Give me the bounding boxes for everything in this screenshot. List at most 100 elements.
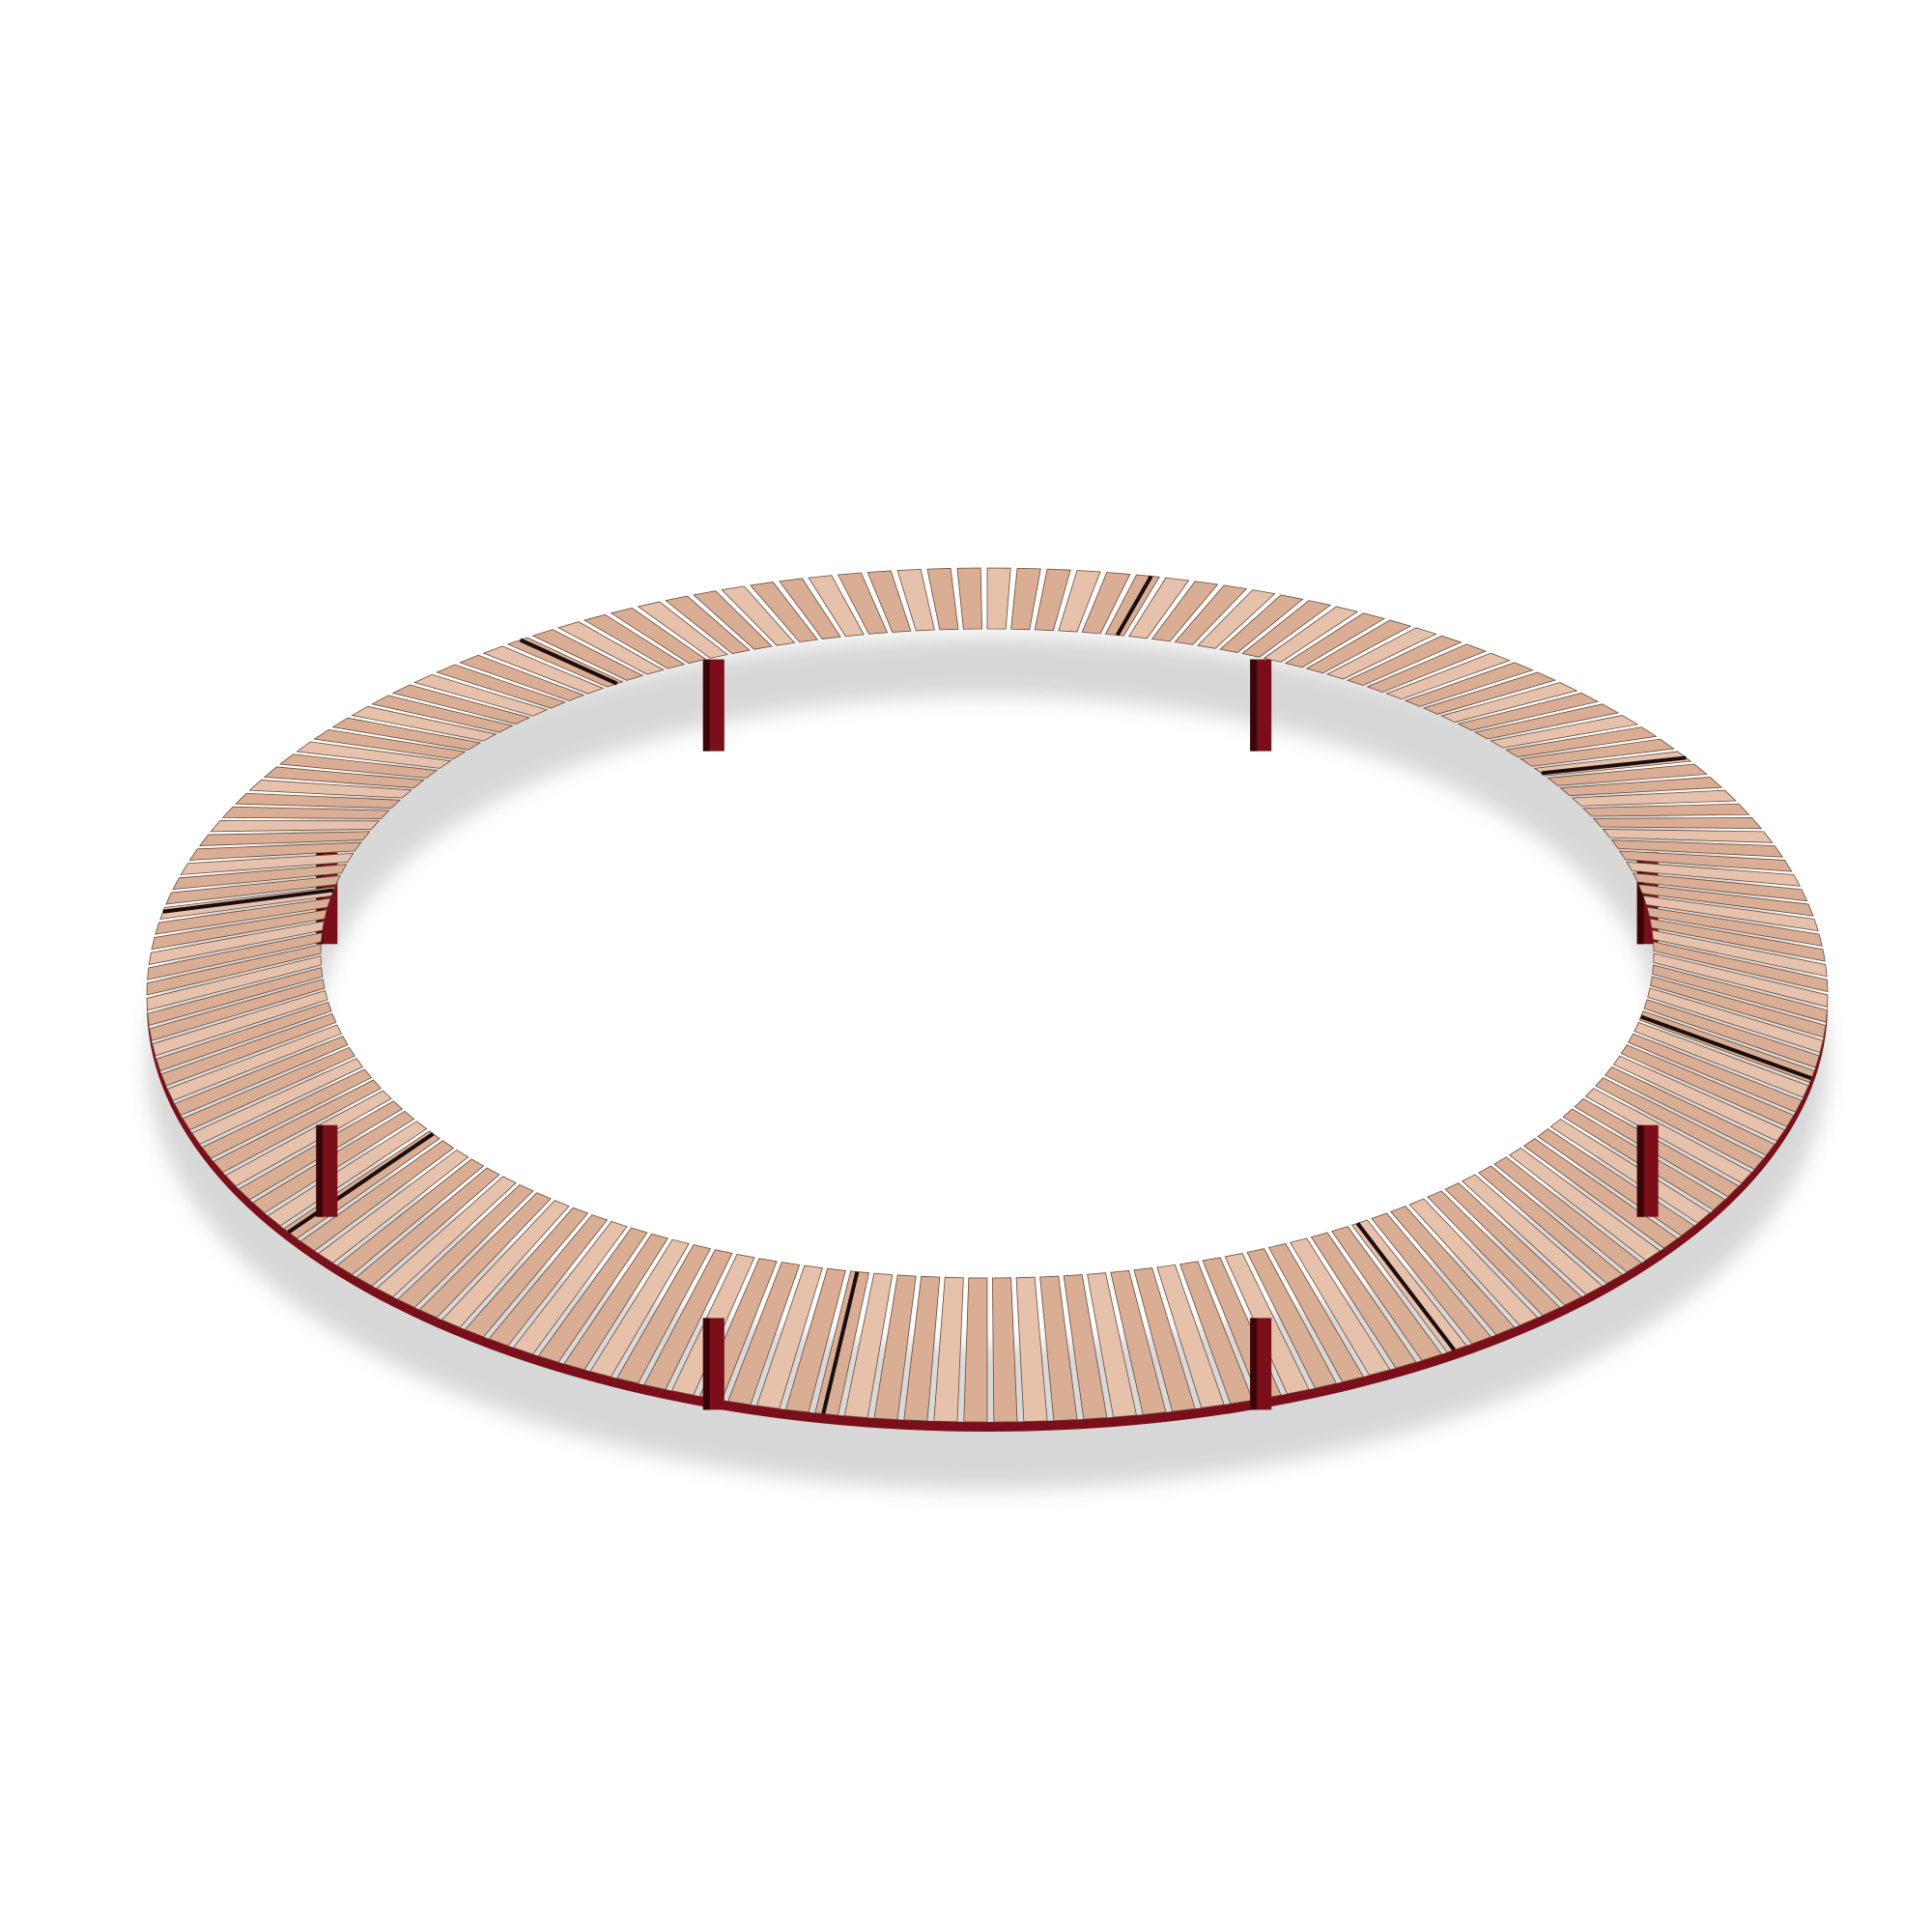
bench-slat	[182, 1046, 355, 1131]
bench-slat	[160, 1012, 337, 1087]
bench-leg-shade	[1250, 1318, 1258, 1410]
bench-slat	[199, 831, 371, 846]
bench-slat	[808, 575, 865, 638]
bench-slat	[1010, 567, 1041, 631]
bench-slat	[235, 792, 401, 810]
bench-slat	[1331, 1226, 1443, 1361]
bench-slat	[224, 1090, 392, 1187]
bench-slat	[151, 909, 327, 951]
bench-slat	[180, 852, 355, 875]
bench-slat	[1520, 738, 1675, 767]
bench-slat	[512, 1221, 628, 1355]
bench-slat	[1457, 693, 1600, 731]
bench-slat	[413, 673, 549, 717]
bench-slat	[1522, 1138, 1679, 1249]
bench-slat	[440, 1200, 570, 1328]
bench-slat	[873, 1274, 917, 1420]
bench-slat	[396, 1183, 534, 1308]
bench-slat	[165, 874, 341, 905]
segment-joint	[1541, 755, 1687, 776]
bench-slat	[537, 1227, 648, 1363]
bench-slat	[391, 684, 531, 724]
bench-legs-front	[316, 1124, 1659, 1410]
bench-slat	[1610, 839, 1784, 858]
bench-slat	[1508, 1147, 1662, 1262]
bench-slat	[263, 766, 425, 788]
bench-slat	[1620, 1044, 1795, 1127]
bench-slat	[1602, 829, 1774, 843]
bench-slat	[665, 595, 751, 655]
bench-slat	[1246, 1248, 1338, 1389]
bench-slat	[721, 585, 796, 646]
bench-leg-shade	[702, 659, 710, 752]
bench-slat	[1087, 1272, 1137, 1418]
bench-slat	[956, 567, 982, 630]
bench-slat	[267, 1121, 428, 1227]
bench-slat	[1404, 662, 1534, 707]
bench-slat	[172, 864, 348, 891]
bench-slat	[1039, 1275, 1078, 1422]
bench-leg-shade	[1636, 1124, 1644, 1217]
bench-slat	[867, 570, 912, 633]
bench-slat	[1642, 895, 1819, 932]
bench-slat	[488, 1214, 609, 1347]
bench-seat	[146, 567, 1829, 1432]
bench-slat	[146, 955, 322, 1011]
bench-leg-shade	[1636, 852, 1644, 945]
bench-slat	[1156, 1264, 1225, 1408]
bench-slat	[188, 841, 362, 861]
bench-slat	[1582, 803, 1750, 817]
bench-slat	[149, 979, 326, 1041]
bench-slat	[201, 1068, 373, 1159]
segment-joint	[162, 888, 334, 914]
bench-slat	[1326, 627, 1437, 680]
bench-slat	[1618, 850, 1793, 872]
bench-slat	[693, 590, 773, 650]
bench-slat	[610, 607, 707, 664]
bench-slat	[1627, 1033, 1803, 1113]
bench-slat	[147, 967, 324, 1027]
bench-slat	[146, 944, 322, 996]
bench-slat	[147, 932, 323, 980]
bench-slat	[155, 897, 331, 935]
bench-slat	[589, 1238, 690, 1378]
bench-slat	[1440, 682, 1578, 723]
bench-slat	[351, 705, 497, 742]
bench-slat	[436, 664, 566, 709]
bench-slat	[1547, 763, 1708, 786]
bench-slat	[583, 613, 686, 669]
bench-slat	[933, 1276, 964, 1423]
bench-slat	[464, 1207, 589, 1338]
bench-slat	[1371, 1212, 1492, 1345]
bench-slat	[1634, 1021, 1809, 1098]
bench-slat	[1422, 671, 1556, 715]
bench-slat	[1559, 777, 1723, 797]
bench-slat	[963, 1277, 988, 1423]
bench-slat	[1305, 619, 1412, 674]
bench-slat	[1267, 1243, 1365, 1383]
bench-leg-shade	[316, 1124, 324, 1217]
bench-slat	[1632, 872, 1808, 902]
bench-slat	[152, 990, 328, 1057]
bench-slat	[1219, 594, 1304, 654]
segment-joint	[287, 1132, 435, 1235]
bench-slat	[355, 1167, 500, 1287]
bench-slat	[317, 1149, 469, 1264]
bench-slat	[1637, 884, 1814, 917]
bench-slat	[1366, 643, 1488, 693]
bench-slat	[926, 568, 959, 631]
bench-slat	[557, 621, 665, 675]
bench-slat	[1592, 816, 1763, 830]
segment-joint	[1640, 1014, 1812, 1081]
bench-slat	[1462, 1174, 1604, 1295]
bench-slat	[1604, 1065, 1776, 1156]
bench-slat	[531, 629, 644, 681]
bench-slat	[1310, 1232, 1417, 1369]
bench-slat	[779, 578, 841, 639]
bench-slat	[1034, 568, 1071, 632]
bench-slat	[727, 1262, 801, 1406]
bench-slat	[837, 572, 889, 635]
segment-joint	[821, 1271, 860, 1414]
bench-slat	[903, 1275, 941, 1422]
bench-slat	[616, 1244, 711, 1384]
